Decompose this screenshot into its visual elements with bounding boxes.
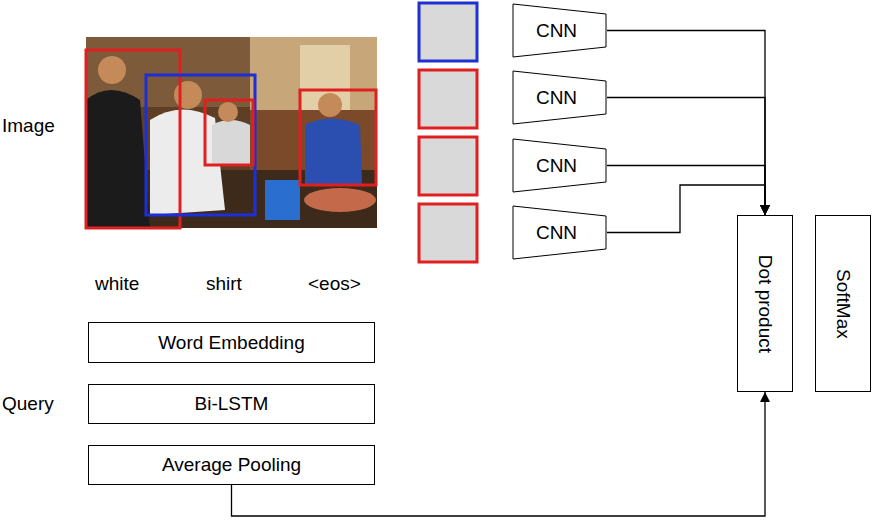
region-crops xyxy=(419,3,477,262)
node-text: CNN xyxy=(536,155,577,177)
row-label: Query xyxy=(2,393,54,415)
query-word: <eos> xyxy=(308,273,361,295)
node-text: Word Embedding xyxy=(158,332,304,354)
node-text: CNN xyxy=(536,87,577,109)
cnn-encoder: CNN xyxy=(512,70,607,125)
region-crop xyxy=(419,204,477,262)
connector-arrow xyxy=(607,31,765,216)
trapezoid-shape xyxy=(513,139,606,192)
cnn-encoder: CNN xyxy=(512,205,607,260)
softmax-box: SoftMax xyxy=(815,215,871,392)
trapezoid-shape xyxy=(513,4,606,57)
cnn-encoder: CNN xyxy=(512,138,607,193)
dot-product-box: Dot product xyxy=(737,215,793,392)
node-text: Dot product xyxy=(754,254,776,352)
trapezoid-shape xyxy=(513,206,606,259)
connector-arrow xyxy=(607,166,765,216)
region-crop xyxy=(419,137,477,195)
node-text: CNN xyxy=(536,20,577,42)
query-word: white xyxy=(95,273,139,295)
region-crop xyxy=(419,3,477,61)
node-text: CNN xyxy=(536,222,577,244)
process-box: Average Pooling xyxy=(88,445,375,485)
photo xyxy=(86,37,377,228)
node-text: SoftMax xyxy=(832,269,854,339)
connector-arrow xyxy=(607,98,765,216)
process-box: Bi-LSTM xyxy=(88,384,375,424)
node-text: Bi-LSTM xyxy=(195,393,269,415)
trapezoid-shape xyxy=(513,71,606,124)
process-box: Word Embedding xyxy=(88,322,375,363)
region-crop xyxy=(419,70,477,128)
node-text: Average Pooling xyxy=(162,454,301,476)
query-word: shirt xyxy=(206,273,242,295)
cnn-encoder: CNN xyxy=(512,3,607,58)
row-label: Image xyxy=(2,115,55,137)
